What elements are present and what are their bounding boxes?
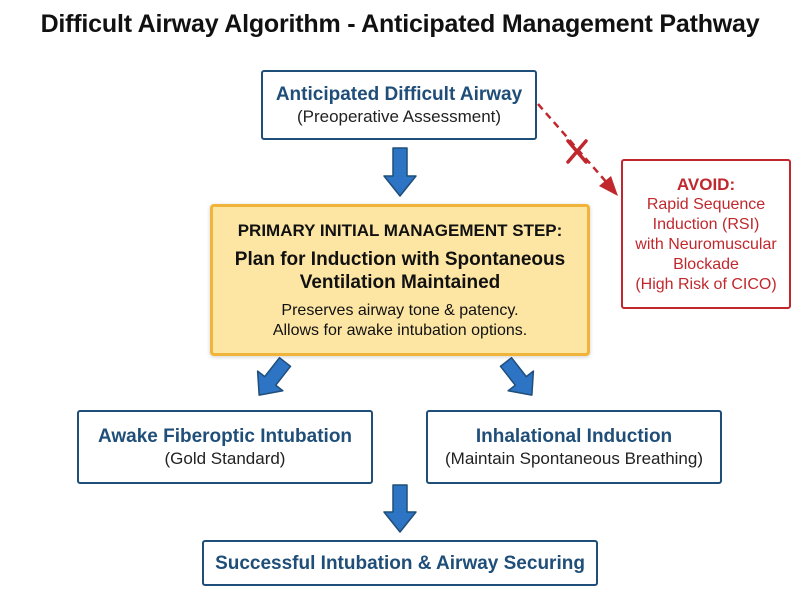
inhalational-induction-subtext: (Maintain Spontaneous Breathing) [445,449,703,468]
avoid-line-4: Blockade [673,255,739,273]
diagonal-arrow-right-icon [499,356,535,396]
avoid-line-1: Rapid Sequence [646,195,766,213]
avoid-box: AVOID: Rapid Sequence Induction (RSI) wi… [621,159,791,309]
primary-step-note-line-2: Allows for awake intubation options. [272,321,528,339]
inhalational-induction-box: Inhalational Induction (Maintain Spontan… [426,410,722,484]
avoid-line-3: with Neuromuscular [635,235,777,253]
avoid-line-2: Induction (RSI) [652,215,760,233]
primary-step-note-line-1: Preserves airway tone & patency. [281,301,519,319]
avoid-heading: AVOID: [676,174,736,194]
diagonal-arrow-left-icon [256,356,292,396]
down-arrow-bottom-icon [383,484,417,533]
primary-step-main: Plan for Induction with Spontaneous Vent… [235,248,565,294]
anticipated-difficult-airway-heading: Anticipated Difficult Airway [275,84,523,105]
primary-step-main-line-1: Plan for Induction with Spontaneous [234,248,566,270]
avoid-arrowhead-icon [599,176,618,196]
awake-fiberoptic-box: Awake Fiberoptic Intubation (Gold Standa… [77,410,373,484]
page-title: Difficult Airway Algorithm - Anticipated… [40,10,760,38]
down-arrow-icon [383,147,417,197]
avoid-dashed-connector [537,103,609,185]
anticipated-difficult-airway-subtext: (Preoperative Assessment) [296,107,502,126]
successful-intubation-heading: Successful Intubation & Airway Securing [215,552,585,574]
awake-fiberoptic-heading: Awake Fiberoptic Intubation [97,426,353,447]
primary-step-header: PRIMARY INITIAL MANAGEMENT STEP: [237,220,563,240]
successful-intubation-box: Successful Intubation & Airway Securing [202,540,598,586]
primary-management-box: PRIMARY INITIAL MANAGEMENT STEP: Plan fo… [210,204,590,356]
primary-step-main-line-2: Ventilation Maintained [299,271,501,293]
anticipated-difficult-airway-box: Anticipated Difficult Airway (Preoperati… [261,70,537,140]
awake-fiberoptic-subtext: (Gold Standard) [164,449,286,468]
inhalational-induction-heading: Inhalational Induction [475,426,673,447]
cross-mark-icon [566,139,588,164]
avoid-line-5: (High Risk of CICO) [635,275,777,293]
primary-step-note: Preserves airway tone & patency. Allows … [273,301,527,341]
